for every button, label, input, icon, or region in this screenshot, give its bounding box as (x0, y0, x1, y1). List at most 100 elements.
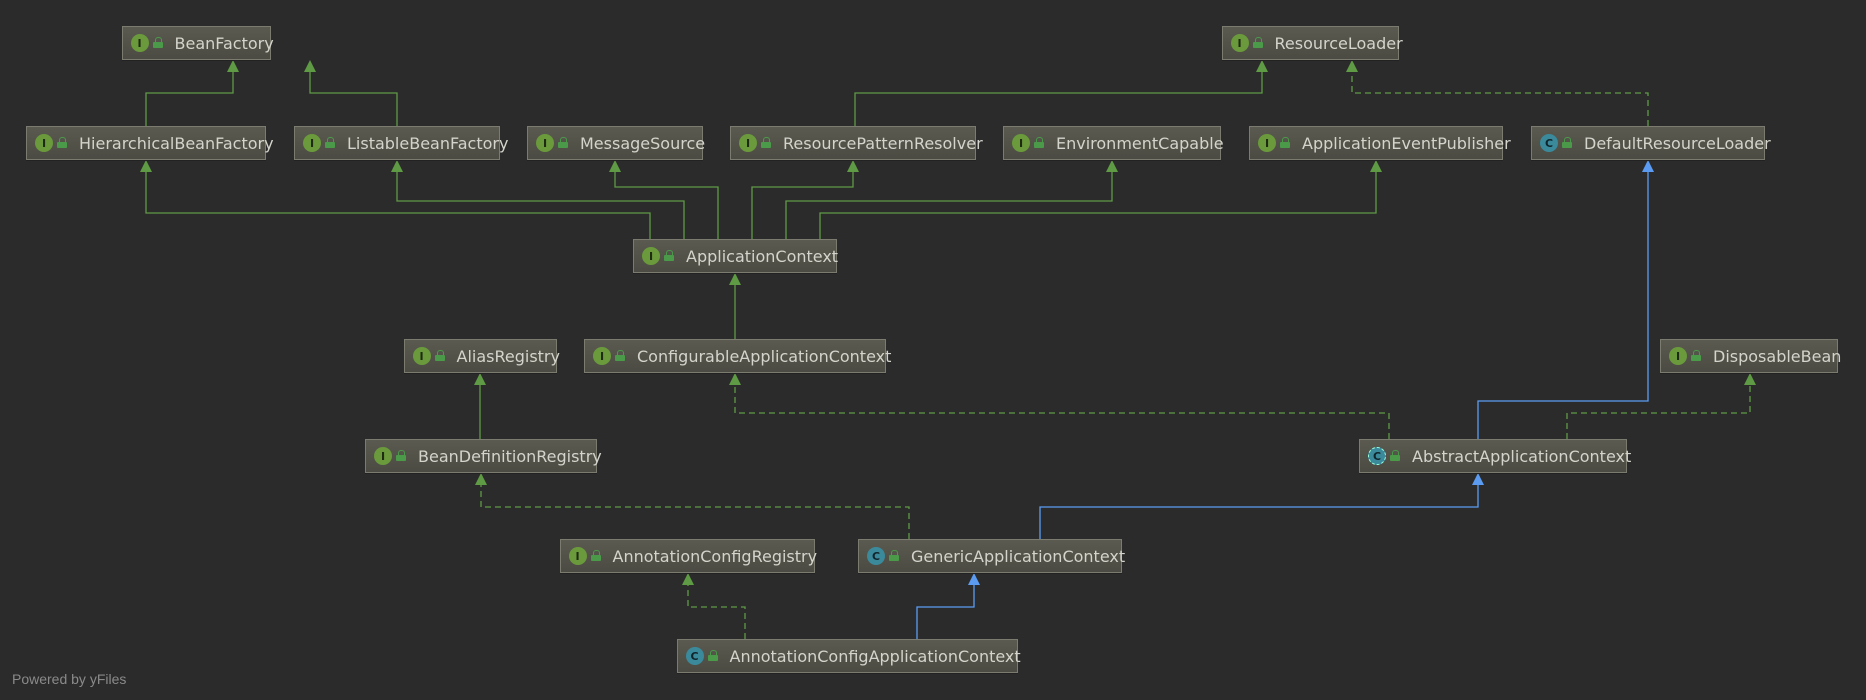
class-icon: C (685, 647, 704, 665)
interface-icon: I (568, 547, 587, 565)
public-lock-icon (1280, 136, 1290, 148)
node-hierarchical-bean-factory[interactable]: I HierarchicalBeanFactory (26, 126, 274, 160)
interface-icon: I (1012, 134, 1030, 152)
public-lock-icon (325, 136, 335, 148)
arrowhead (474, 373, 486, 385)
node-label: HierarchicalBeanFactory (79, 133, 274, 153)
edge-annotation-config-application-context-to-generic-application-context (916, 573, 980, 639)
arrowhead (729, 373, 741, 385)
public-lock-icon (761, 136, 771, 148)
interface-icon: I (1669, 347, 1687, 365)
arrowhead (609, 160, 621, 172)
edge-resource-pattern-resolver-to-resource-loader (854, 60, 1268, 126)
interface-icon: I (536, 134, 554, 152)
edge-annotation-config-application-context-to-annotation-config-registry (682, 573, 746, 639)
public-lock-icon (1691, 349, 1701, 361)
public-lock-icon (558, 136, 568, 148)
node-abstract-application-context[interactable]: C AbstractApplicationContext (1359, 439, 1631, 473)
node-label: AnnotationConfigRegistry (612, 546, 818, 566)
public-lock-icon (1562, 136, 1572, 148)
public-lock-icon (615, 349, 625, 361)
arrowhead (682, 573, 694, 585)
node-annotation-config-registry[interactable]: I AnnotationConfigRegistry (559, 539, 818, 573)
edge-application-context-to-application-event-publisher (819, 160, 1382, 239)
node-listable-bean-factory[interactable]: I ListableBeanFactory (294, 126, 508, 160)
public-lock-icon (57, 136, 67, 148)
arrowhead (968, 573, 980, 585)
class-icon: C (867, 547, 885, 565)
class-icon: C (1540, 134, 1558, 152)
interface-icon: I (1258, 134, 1276, 152)
node-label: GenericApplicationContext (911, 546, 1126, 566)
node-resource-loader[interactable]: I ResourceLoader (1221, 26, 1403, 60)
node-disposable-bean[interactable]: I DisposableBean (1660, 339, 1842, 373)
edge-abstract-application-context-to-default-resource-loader (1477, 160, 1654, 439)
node-resource-pattern-resolver[interactable]: I ResourcePatternResolver (730, 126, 983, 160)
arrowhead (729, 273, 741, 285)
node-default-resource-loader[interactable]: C DefaultResourceLoader (1531, 126, 1771, 160)
node-generic-application-context[interactable]: C GenericApplicationContext (858, 539, 1126, 573)
node-label: ListableBeanFactory (347, 133, 509, 153)
arrowhead (1642, 160, 1654, 172)
edge-bean-definition-registry-to-alias-registry (474, 373, 486, 439)
interface-icon: I (642, 247, 660, 265)
interface-icon: I (593, 347, 611, 365)
arrowhead (227, 60, 239, 72)
node-label: ApplicationEventPublisher (1302, 133, 1511, 153)
public-lock-icon (152, 36, 163, 48)
node-label: EnvironmentCapable (1056, 133, 1224, 153)
edge-application-context-to-message-source (609, 160, 719, 239)
node-label: ApplicationContext (686, 246, 839, 266)
edge-application-context-to-hierarchical-bean-factory (140, 160, 651, 239)
node-label: ConfigurableApplicationContext (637, 346, 892, 366)
arrowhead (1346, 60, 1358, 72)
node-application-context[interactable]: I ApplicationContext (633, 239, 839, 273)
interface-icon: I (130, 34, 149, 52)
interface-icon: I (374, 447, 392, 465)
interface-icon: I (1230, 34, 1249, 52)
node-annotation-config-application-context[interactable]: C AnnotationConfigApplicationContext (676, 639, 1021, 673)
interface-icon: I (739, 134, 757, 152)
edge-abstract-application-context-to-configurable-application-context (729, 373, 1390, 439)
node-bean-definition-registry[interactable]: I BeanDefinitionRegistry (365, 439, 602, 473)
arrowhead (475, 473, 487, 485)
edge-application-context-to-resource-pattern-resolver (751, 160, 859, 239)
interface-icon: I (35, 134, 53, 152)
edge-generic-application-context-to-bean-definition-registry (475, 473, 910, 539)
node-configurable-application-context[interactable]: I ConfigurableApplicationContext (584, 339, 891, 373)
public-lock-icon (1390, 449, 1400, 461)
node-label: ResourceLoader (1274, 33, 1403, 53)
node-label: ResourcePatternResolver (783, 133, 983, 153)
interface-icon: I (303, 134, 321, 152)
edge-abstract-application-context-to-disposable-bean (1566, 373, 1756, 439)
node-label: DisposableBean (1713, 346, 1842, 366)
node-label: AnnotationConfigApplicationContext (729, 646, 1021, 666)
arrowhead (304, 60, 316, 72)
node-label: AbstractApplicationContext (1412, 446, 1632, 466)
public-lock-icon (889, 549, 899, 561)
interface-icon: I (412, 347, 431, 365)
arrowhead (1106, 160, 1118, 172)
edge-application-context-to-environment-capable (785, 160, 1118, 239)
public-lock-icon (664, 249, 674, 261)
public-lock-icon (396, 449, 406, 461)
abstract-class-icon: C (1368, 447, 1386, 465)
arrowhead (140, 160, 152, 172)
node-alias-registry[interactable]: I AliasRegistry (403, 339, 560, 373)
node-label: BeanDefinitionRegistry (418, 446, 602, 466)
public-lock-icon (1034, 136, 1044, 148)
arrowhead (1744, 373, 1756, 385)
arrowhead (1472, 473, 1484, 485)
yfiles-attribution: Powered by yFiles (12, 671, 127, 687)
node-application-event-publisher[interactable]: I ApplicationEventPublisher (1249, 126, 1511, 160)
node-label: AliasRegistry (456, 346, 560, 366)
public-lock-icon (1252, 36, 1263, 48)
edge-configurable-application-context-to-application-context (729, 273, 741, 339)
public-lock-icon (707, 649, 718, 661)
node-label: DefaultResourceLoader (1584, 133, 1771, 153)
edge-generic-application-context-to-abstract-application-context (1039, 473, 1484, 539)
node-environment-capable[interactable]: I EnvironmentCapable (1003, 126, 1224, 160)
